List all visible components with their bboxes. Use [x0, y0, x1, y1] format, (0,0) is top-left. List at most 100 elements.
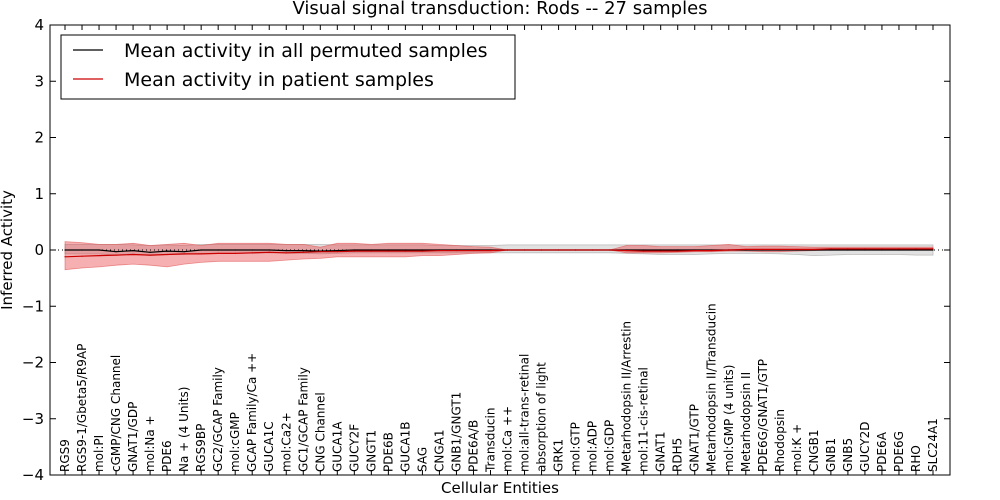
point-permuted-11: [251, 249, 253, 251]
point-patient-9: [217, 252, 219, 254]
point-patient-14: [302, 251, 304, 253]
x-tick-label: GUCY2F: [347, 424, 361, 472]
x-tick-label: RHO: [909, 445, 923, 472]
point-patient-2: [98, 255, 100, 257]
y-axis-label: Inferred Activity: [0, 190, 16, 310]
point-patient-27: [523, 249, 526, 251]
x-tick-label: GNB5: [841, 438, 855, 472]
x-tick-label: SLC24A1: [926, 418, 940, 472]
point-patient-39: [728, 249, 730, 251]
x-tick-label: PDE6: [160, 440, 174, 472]
point-patient-44: [813, 248, 815, 251]
point-patient-46: [847, 248, 849, 250]
x-tick-label: GUCA1A: [330, 421, 344, 472]
point-patient-48: [881, 248, 883, 250]
x-tick-label: GRK1: [552, 439, 566, 472]
x-tick-label: PDE6A/B: [466, 420, 480, 472]
point-permuted-13: [285, 249, 287, 252]
y-tick-label: 4: [34, 16, 44, 34]
x-tick-label: PDE6G/GNAT1/GTP: [756, 359, 770, 472]
x-tick-label: GUCA1C: [262, 421, 276, 472]
chart-title: Visual signal transduction: Rods -- 27 s…: [292, 0, 707, 19]
point-permuted-10: [234, 249, 236, 251]
x-tick-label: absorption of light: [535, 362, 549, 472]
point-patient-4: [132, 253, 134, 256]
point-patient-8: [200, 253, 202, 255]
point-patient-15: [319, 251, 321, 253]
point-patient-23: [455, 249, 458, 252]
point-permuted-51: [932, 249, 934, 251]
point-permuted-47: [864, 249, 866, 251]
point-patient-21: [421, 250, 424, 252]
x-tick-label: Transducin: [483, 408, 497, 473]
x-tick-label: Metarhodopsin II/Arrestin: [620, 321, 634, 472]
point-patient-38: [711, 249, 713, 252]
point-patient-30: [574, 249, 577, 251]
point-permuted-20: [404, 249, 406, 251]
point-permuted-1: [81, 249, 83, 251]
point-patient-35: [660, 250, 662, 252]
y-tick-label: −1: [22, 297, 44, 315]
point-patient-41: [762, 248, 764, 251]
series-line-patient: [64, 248, 933, 258]
x-axis-label: Cellular Entities: [441, 479, 559, 497]
x-tick-label: Metarhodopsin II: [739, 372, 753, 472]
x-tick-label: GC2/GCAP Family: [211, 367, 225, 472]
point-permuted-34: [643, 249, 645, 251]
point-permuted-36: [677, 249, 679, 251]
point-patient-40: [745, 248, 747, 251]
x-tick-label: mol:Ca2+: [279, 412, 293, 472]
legend-label-permuted: Mean activity in all permuted samples: [124, 40, 487, 62]
legend-label-patient: Mean activity in patient samples: [124, 69, 434, 91]
x-tick-label: mol:cGMP: [228, 412, 242, 472]
point-patient-33: [626, 249, 628, 252]
point-patient-47: [864, 248, 866, 250]
point-patient-16: [336, 251, 338, 253]
x-tick-label: mol:11-cis-retinal: [637, 367, 651, 472]
y-tick-label: −4: [22, 466, 44, 484]
x-tick-label: GUCA1B: [398, 421, 412, 472]
x-tick-label: PDE6G: [892, 431, 906, 472]
y-tick-label: 2: [34, 129, 44, 147]
x-tick-label: CNGA1: [432, 430, 446, 473]
y-tick-label: −2: [22, 354, 44, 372]
point-patient-12: [268, 251, 270, 253]
point-patient-25: [489, 249, 492, 252]
y-tick-label: 3: [34, 72, 44, 90]
legend-box: [60, 34, 516, 100]
point-permuted-46: [847, 249, 849, 251]
point-patient-28: [540, 249, 543, 251]
plot-layer: [50, 241, 950, 271]
x-tick-label: Rhodopsin: [773, 409, 787, 472]
point-patient-6: [166, 253, 168, 256]
point-patient-0: [64, 256, 66, 258]
point-patient-32: [609, 249, 611, 251]
x-tick-label: mol:GDP: [603, 420, 617, 472]
point-patient-20: [404, 250, 406, 252]
point-permuted-9: [217, 249, 219, 251]
x-tick-label: mol:GMP (4 units): [722, 365, 736, 472]
x-tick-label: CNG Channel: [313, 392, 327, 472]
point-patient-17: [353, 250, 355, 252]
x-tick-label: GNAT1: [654, 431, 668, 472]
x-tick-label: RGS9BP: [194, 424, 208, 472]
point-patient-29: [557, 249, 560, 251]
point-permuted-18: [370, 249, 372, 251]
point-permuted-17: [353, 249, 355, 251]
x-tick-label: RGS9-1/Gbeta5/R9AP: [75, 344, 89, 472]
x-tick-label: CNGB1: [807, 429, 821, 472]
point-patient-10: [234, 252, 236, 254]
point-permuted-3: [115, 251, 117, 253]
x-tick-label: mol:ADP: [586, 421, 600, 472]
x-tick-label: mol:PI: [92, 435, 106, 472]
point-patient-31: [592, 249, 594, 251]
x-tick-label: GCAP Family/Ca ++: [245, 353, 259, 472]
x-tick-label: cGMP/CNG Channel: [109, 355, 123, 472]
point-patient-5: [149, 254, 151, 256]
y-tick-label: 0: [34, 241, 44, 259]
x-tick-label: GNGT1: [364, 430, 378, 472]
x-tick-label: GUCY2D: [858, 422, 872, 472]
legend: Mean activity in all permuted samples Me…: [60, 34, 516, 100]
